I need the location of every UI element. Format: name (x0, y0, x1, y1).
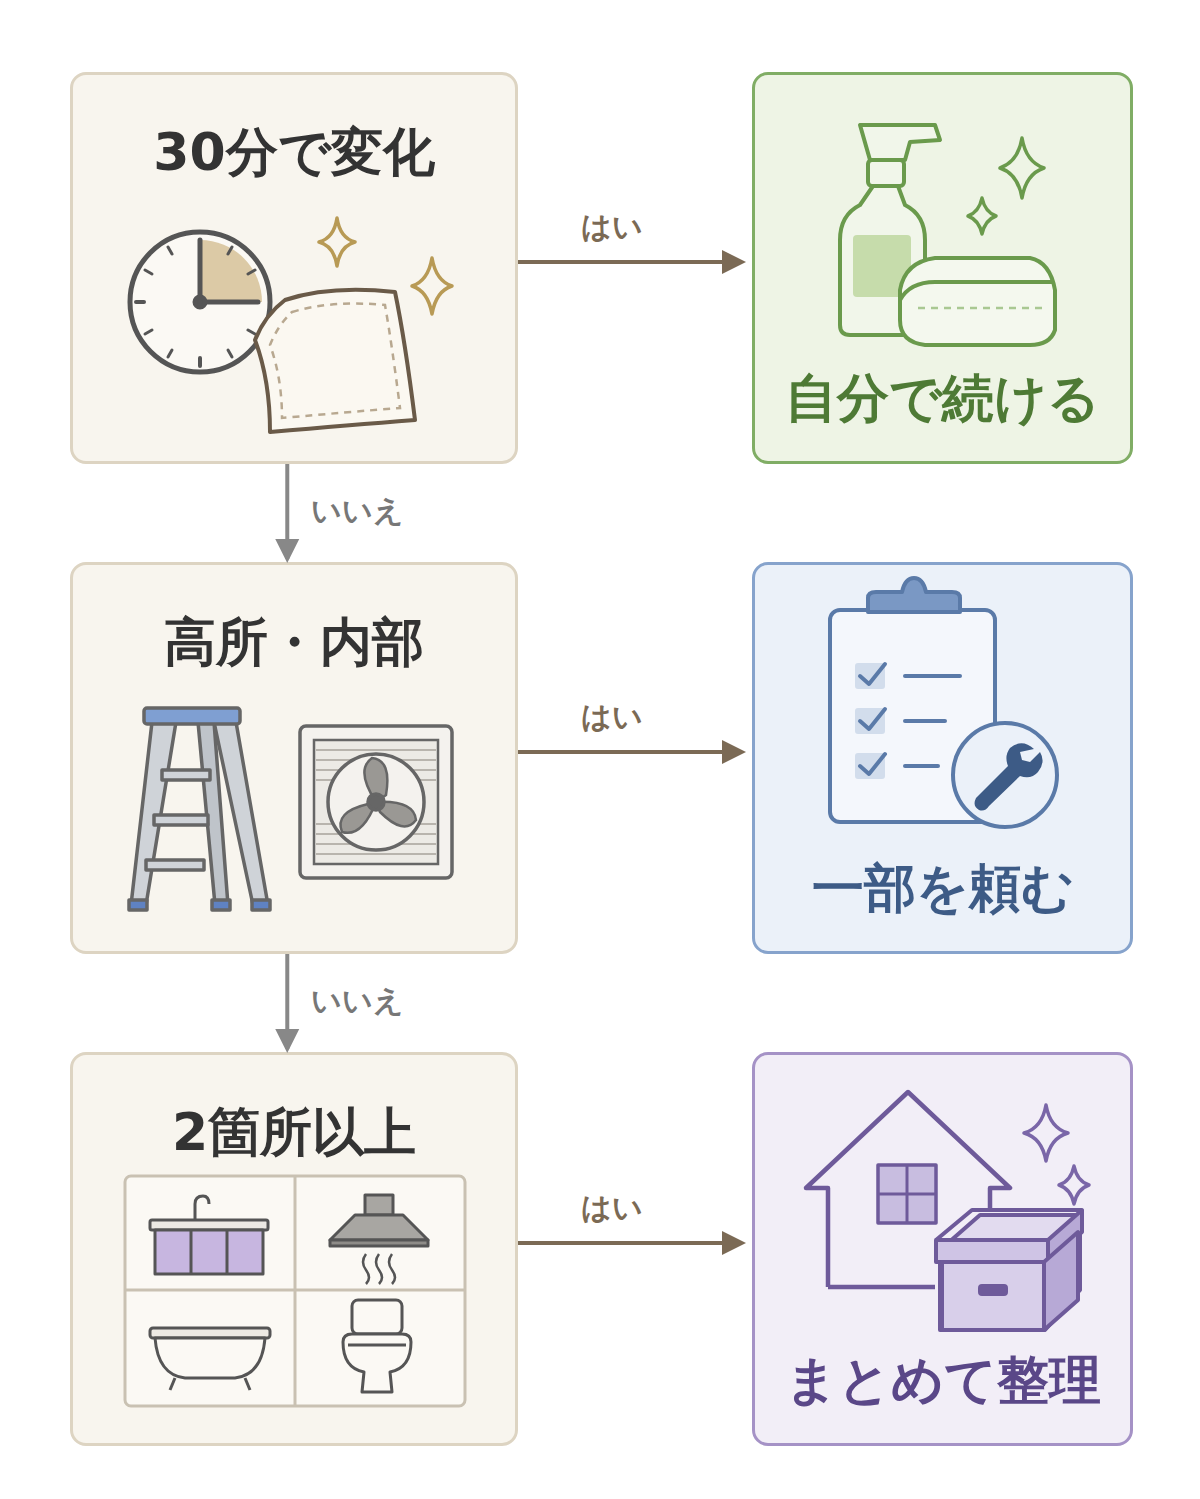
yes-arrow (518, 260, 742, 264)
question-box: 30分で変化 (70, 72, 518, 464)
box-title: 高所・内部 (73, 611, 515, 673)
box-title: 一部を頼む (755, 857, 1130, 919)
box-title: 自分で続ける (755, 367, 1130, 429)
edge-label: はい (581, 697, 643, 738)
no-arrow (285, 954, 289, 1049)
edge-label: はい (581, 1188, 643, 1229)
box-title: 30分で変化 (73, 121, 515, 183)
box-title: 2箇所以上 (73, 1101, 515, 1163)
edge-label: はい (581, 207, 643, 248)
no-arrow (285, 464, 289, 559)
yes-arrow (518, 1241, 742, 1245)
edge-label: いいえ (311, 491, 404, 532)
question-box: 高所・内部 (70, 562, 518, 954)
yes-arrow (518, 750, 742, 754)
edge-label: いいえ (311, 981, 404, 1022)
result-box: まとめて整理 (752, 1052, 1133, 1446)
box-title: まとめて整理 (755, 1349, 1130, 1411)
result-box: 一部を頼む (752, 562, 1133, 954)
question-box: 2箇所以上 (70, 1052, 518, 1446)
result-box: 自分で続ける (752, 72, 1133, 464)
